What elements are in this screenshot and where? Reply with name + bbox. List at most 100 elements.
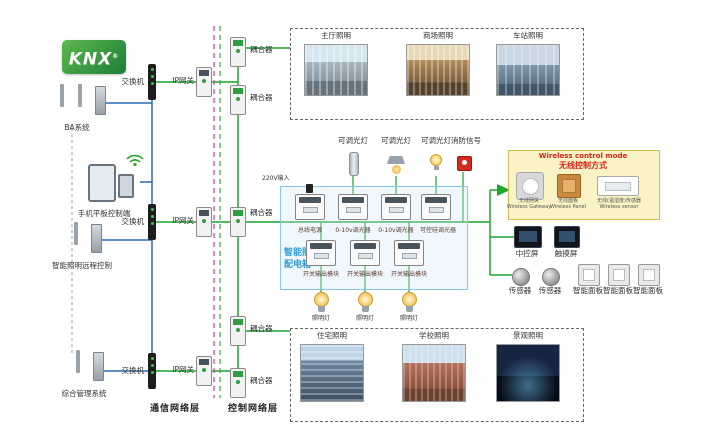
- load-label: 可调光灯: [338, 136, 368, 145]
- wireless-sensor-icon: [597, 176, 639, 196]
- downlight-icon: [387, 156, 405, 164]
- smart-panel-icon: [638, 264, 660, 286]
- remote-control-workstation: 智能照明远程控制: [40, 222, 124, 271]
- lamp-icon: [401, 292, 417, 314]
- scene-photo-hall: [304, 44, 368, 96]
- module-label: 开关输出模块: [302, 271, 340, 278]
- coupler-icon: [230, 316, 246, 346]
- switch-label: 交换机: [121, 366, 145, 375]
- module-label: 可控硅调光器: [419, 227, 457, 234]
- scene-photo-residence: [300, 344, 364, 402]
- wireless-panel-icon: [557, 174, 581, 198]
- scene-label: 车站照明: [513, 31, 543, 40]
- coupler-icon: [230, 37, 246, 67]
- wireless-device-label: 无线面板: [557, 198, 579, 204]
- scene-label: 住宅照明: [317, 331, 347, 340]
- switch-icon: [148, 353, 156, 389]
- lamp-label: 照明灯: [311, 315, 331, 322]
- gateway-label: IP网关: [172, 216, 194, 225]
- lamp-label: 照明灯: [355, 315, 375, 322]
- scene-label: 主厅照明: [321, 31, 351, 40]
- sensor-icon: [542, 268, 560, 286]
- device-label: 智能面板: [573, 286, 603, 295]
- triac-dimmer-module: [421, 194, 451, 220]
- computer-icon: [40, 222, 124, 258]
- cabinet-title: 智能照明 配电箱: [284, 248, 321, 270]
- ip-gateway-icon: [196, 356, 212, 386]
- downlight-glow: [392, 165, 401, 174]
- wireless-device-label: 无线(温湿度)传感器: [597, 198, 641, 204]
- scene-label: 学校照明: [419, 331, 449, 340]
- dimmer-module: [381, 194, 411, 220]
- switch-icon: [148, 64, 156, 100]
- scene-photo-landscape: [496, 344, 560, 402]
- touch-screen-icon: [554, 226, 580, 248]
- smart-panel-icon: [608, 264, 630, 286]
- power-plug-icon: [306, 184, 313, 193]
- mobile-tablet-terminal: 手机平板控制端: [58, 150, 150, 222]
- ip-gateway-icon: [196, 207, 212, 237]
- device-label: 手机平板控制端: [77, 209, 131, 218]
- switch-actuator-module: [306, 240, 336, 266]
- wireless-title-cn: 无线控制方式: [559, 161, 607, 170]
- device-label: 传感器: [508, 286, 532, 295]
- device-label: 中控屏: [515, 249, 539, 258]
- device-label: 传感器: [538, 286, 562, 295]
- wireless-device-label: 无线网关: [518, 198, 540, 204]
- computer-icon: [45, 84, 109, 120]
- wireless-gateway-icon: [516, 172, 544, 200]
- smart-panel-icon: [578, 264, 600, 286]
- device-label: 智能面板: [633, 286, 663, 295]
- top-scenes-box: [290, 28, 584, 120]
- device-label: 智能面板: [603, 286, 633, 295]
- module-label: 开关输出模块: [346, 271, 384, 278]
- wireless-title-en: Wireless control mode: [538, 152, 628, 160]
- phone-icon: [118, 174, 134, 198]
- load-label: 可调光灯: [381, 136, 411, 145]
- ip-gateway-icon: [196, 67, 212, 97]
- device-label: 智能照明远程控制: [52, 261, 112, 270]
- coupler-icon: [230, 85, 246, 115]
- layer-separators: [213, 26, 221, 398]
- scene-photo-mall: [406, 44, 470, 96]
- dimmer-module: [338, 194, 368, 220]
- scene-label: 商场照明: [423, 31, 453, 40]
- wifi-icon: [126, 154, 144, 166]
- coupler-label: 耦合器: [250, 93, 273, 102]
- communication-layer-label: 通信网络层: [150, 404, 201, 414]
- device-label: 触摸屏: [554, 249, 578, 258]
- gateway-label: IP网关: [172, 365, 194, 374]
- bus-power-module: [295, 194, 325, 220]
- switch-actuator-module: [394, 240, 424, 266]
- scene-photo-school: [402, 344, 466, 402]
- management-workstation: 综合管理系统: [48, 350, 120, 399]
- load-label: 可调光灯: [421, 136, 451, 145]
- switch-label: 交换机: [121, 77, 145, 86]
- wireless-device-label-en: Wireless Gateway: [506, 204, 552, 210]
- switch-icon: [148, 204, 156, 240]
- lamp-label: 照明灯: [399, 315, 419, 322]
- tablet-icon: [88, 164, 116, 202]
- lamp-icon: [313, 292, 329, 314]
- dimmable-tube-icon: [349, 152, 359, 176]
- fire-alarm-icon: [457, 156, 472, 171]
- control-layer-label: 控制网络层: [228, 404, 279, 414]
- load-label: 消防信号: [451, 136, 481, 145]
- scene-label: 景观照明: [513, 331, 543, 340]
- central-control-screen-icon: [514, 226, 542, 248]
- wireless-arrow: [497, 184, 510, 196]
- coupler-label: 耦合器: [250, 376, 273, 385]
- scene-photo-station: [496, 44, 560, 96]
- gateway-label: IP网关: [172, 76, 194, 85]
- wireless-device-label-en: Wireless sensor: [599, 204, 639, 210]
- switch-actuator-module: [350, 240, 380, 266]
- sensor-icon: [512, 268, 530, 286]
- module-label: 0-10v调光器: [378, 227, 414, 234]
- device-label: BA系统: [64, 123, 90, 132]
- coupler-label: 耦合器: [250, 45, 273, 54]
- coupler-icon: [230, 368, 246, 398]
- wireless-device-label-en: Wireless Panel: [550, 204, 586, 210]
- coupler-icon: [230, 207, 246, 237]
- module-label: 开关输出模块: [390, 271, 428, 278]
